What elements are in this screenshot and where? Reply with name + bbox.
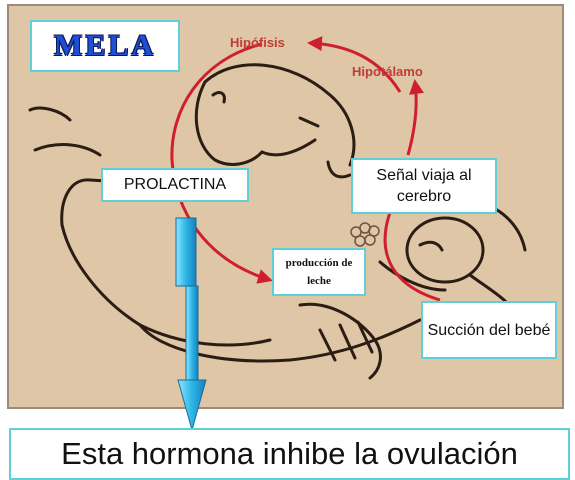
mother-hand: [298, 302, 382, 380]
caption-box: Esta hormona inhibe la ovulación: [9, 428, 570, 480]
arrow-suction-path: [383, 199, 441, 302]
caption-text: Esta hormona inhibe la ovulación: [61, 436, 518, 471]
mother-eye: [298, 116, 320, 128]
mother-fingers: [318, 320, 374, 362]
senal-label-box: Señal viaja al cerebro: [351, 158, 497, 214]
baby-head: [405, 216, 485, 284]
background-line-2: [33, 143, 102, 157]
mela-logo-text: MELA: [54, 29, 156, 62]
produccion-label-box: producción de leche: [272, 248, 366, 296]
milk-glands: [350, 222, 380, 247]
succion-label-box: Succión del bebé: [421, 301, 557, 359]
arrow-hypothalamus-to-pituitary: [307, 36, 402, 93]
label-hipofisis: Hipófisis: [230, 35, 285, 50]
mother-mouth: [326, 160, 352, 179]
mother-cheek: [260, 138, 317, 157]
arrow-signal-to-hypothalamus: [406, 79, 424, 156]
baby-body: [378, 260, 447, 292]
mela-logo-box: MELA: [30, 20, 180, 72]
senal-label: Señal viaja al cerebro: [376, 167, 472, 205]
prolactina-label: PROLACTINA: [123, 176, 227, 193]
mother-arm: [60, 223, 272, 347]
mother-figure: [28, 63, 527, 380]
prolactina-label-box: PROLACTINA: [101, 168, 249, 202]
prolactin-arrow: [175, 217, 207, 432]
mother-ear: [211, 91, 226, 104]
baby-eye: [418, 240, 444, 252]
arrow-pituitary-to-breast: [170, 42, 273, 284]
mother-head-outline: [194, 80, 264, 166]
succion-label: Succión del bebé: [427, 321, 551, 339]
label-hipotalamo: Hipotálamo: [352, 64, 423, 79]
background-line: [28, 106, 72, 122]
mother-hair: [203, 63, 356, 167]
mother-forearm: [138, 318, 422, 363]
cycle-arrows: [170, 36, 441, 302]
produccion-label: producción de leche: [285, 257, 353, 287]
